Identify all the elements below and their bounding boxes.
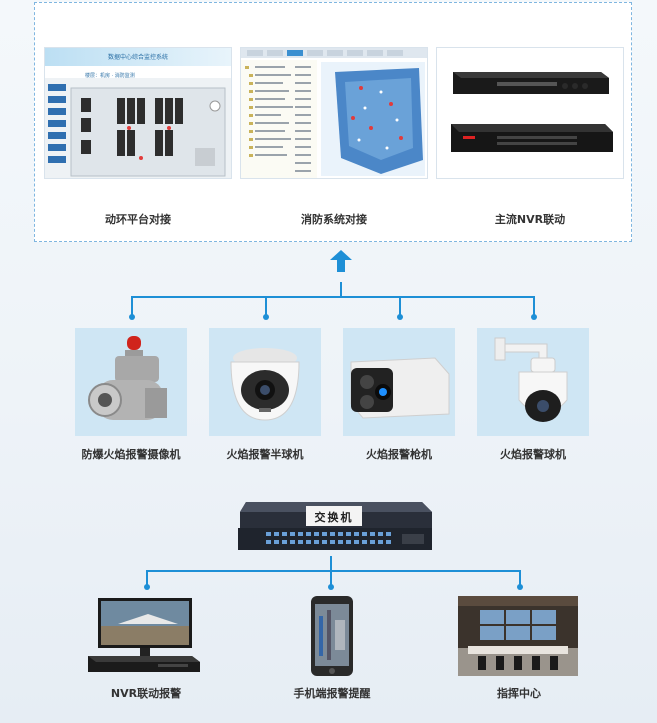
screen-subtitle: 楼层：机房 · 消防监测	[85, 73, 135, 79]
environment-room-illustration	[45, 78, 231, 178]
nvr-monitor-icon	[88, 598, 200, 672]
speed-dome-camera-icon	[494, 337, 568, 422]
nvr-devices-illustration	[437, 48, 623, 178]
camera-label-bullet: 火焰报警枪机	[366, 448, 432, 461]
connector-dot	[144, 584, 150, 590]
connector-camera-2	[265, 296, 267, 318]
connector-bottom-vertical	[330, 556, 332, 572]
network-switch-icon	[238, 502, 432, 550]
connector-dot	[517, 584, 523, 590]
connector-top-horizontal	[131, 296, 535, 298]
panel-label-fire-system: 消防系统对接	[301, 213, 367, 226]
panel-nvr	[436, 47, 624, 179]
panel-environment-platform: 数据中心综合监控系统 楼层：机房 · 消防监测	[44, 47, 232, 179]
camera-card-speed-dome	[477, 328, 589, 436]
camera-card-explosion-proof	[75, 328, 187, 436]
camera-card-dome	[209, 328, 321, 436]
connector-top-vertical	[340, 282, 342, 298]
integration-systems-box: 数据中心综合监控系统 楼层：机房 · 消防监测	[34, 2, 632, 242]
explosion-proof-camera-icon	[88, 336, 167, 420]
connector-bottom-1	[146, 570, 148, 586]
dome-camera-icon	[230, 348, 300, 421]
connector-bottom-horizontal	[146, 570, 521, 572]
panel-fire-system	[240, 47, 428, 179]
fire-system-screenshot	[241, 48, 427, 178]
panel-label-nvr: 主流NVR联动	[494, 213, 566, 226]
camera-card-bullet	[343, 328, 455, 436]
switch-label: 交换机	[314, 511, 354, 524]
connector-dot	[397, 314, 403, 320]
bullet-camera-icon	[350, 357, 450, 419]
connector-dot	[129, 314, 135, 320]
connector-dot	[263, 314, 269, 320]
connector-dot	[328, 584, 334, 590]
arrow-up-icon	[330, 250, 352, 272]
connector-camera-1	[131, 296, 133, 318]
camera-label-dome: 火焰报警半球机	[226, 448, 304, 461]
connector-camera-3	[399, 296, 401, 318]
camera-label-explosion-proof: 防爆火焰报警摄像机	[81, 448, 181, 461]
connector-bottom-2	[330, 570, 332, 586]
screen-title: 数据中心综合监控系统	[107, 54, 168, 61]
command-center-icon	[458, 596, 578, 676]
camera-label-speed-dome: 火焰报警球机	[500, 448, 566, 461]
panel-label-environment: 动环平台对接	[105, 213, 171, 226]
mobile-phone-icon	[311, 596, 353, 676]
connector-dot	[531, 314, 537, 320]
bottom-label-mobile: 手机端报警提醒	[293, 687, 371, 700]
bottom-label-command-center: 指挥中心	[497, 687, 541, 700]
connector-bottom-3	[519, 570, 521, 586]
bottom-label-nvr: NVR联动报警	[110, 687, 182, 700]
connector-camera-4	[533, 296, 535, 318]
